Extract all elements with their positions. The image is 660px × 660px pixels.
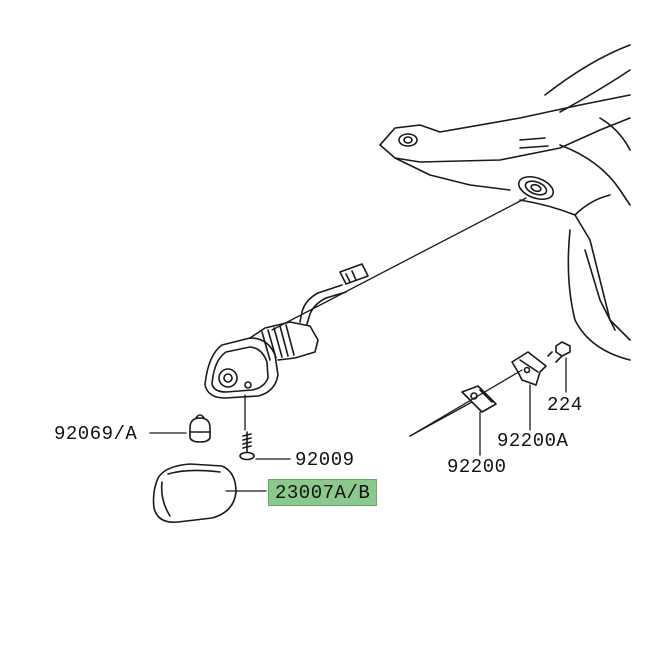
lens-drawing [152, 463, 237, 524]
part-label-lens[interactable]: 23007A/B [268, 479, 378, 506]
part-label-bolt[interactable]: 224 [547, 394, 583, 416]
part-label-bracket[interactable]: 92200A [497, 430, 569, 452]
bulb-drawing [189, 414, 211, 443]
bracket-plate-drawing [461, 385, 497, 413]
part-label-screw[interactable]: 92009 [295, 449, 355, 471]
part-label-bracket-plate[interactable]: 92200 [447, 456, 507, 478]
bracket-drawing [511, 351, 547, 386]
turn-signal-body [204, 263, 369, 399]
bolt-drawing [547, 341, 571, 363]
part-label-bulb[interactable]: 92069/A [54, 423, 138, 445]
screw-drawing [239, 431, 255, 461]
rear-frame [379, 44, 631, 361]
